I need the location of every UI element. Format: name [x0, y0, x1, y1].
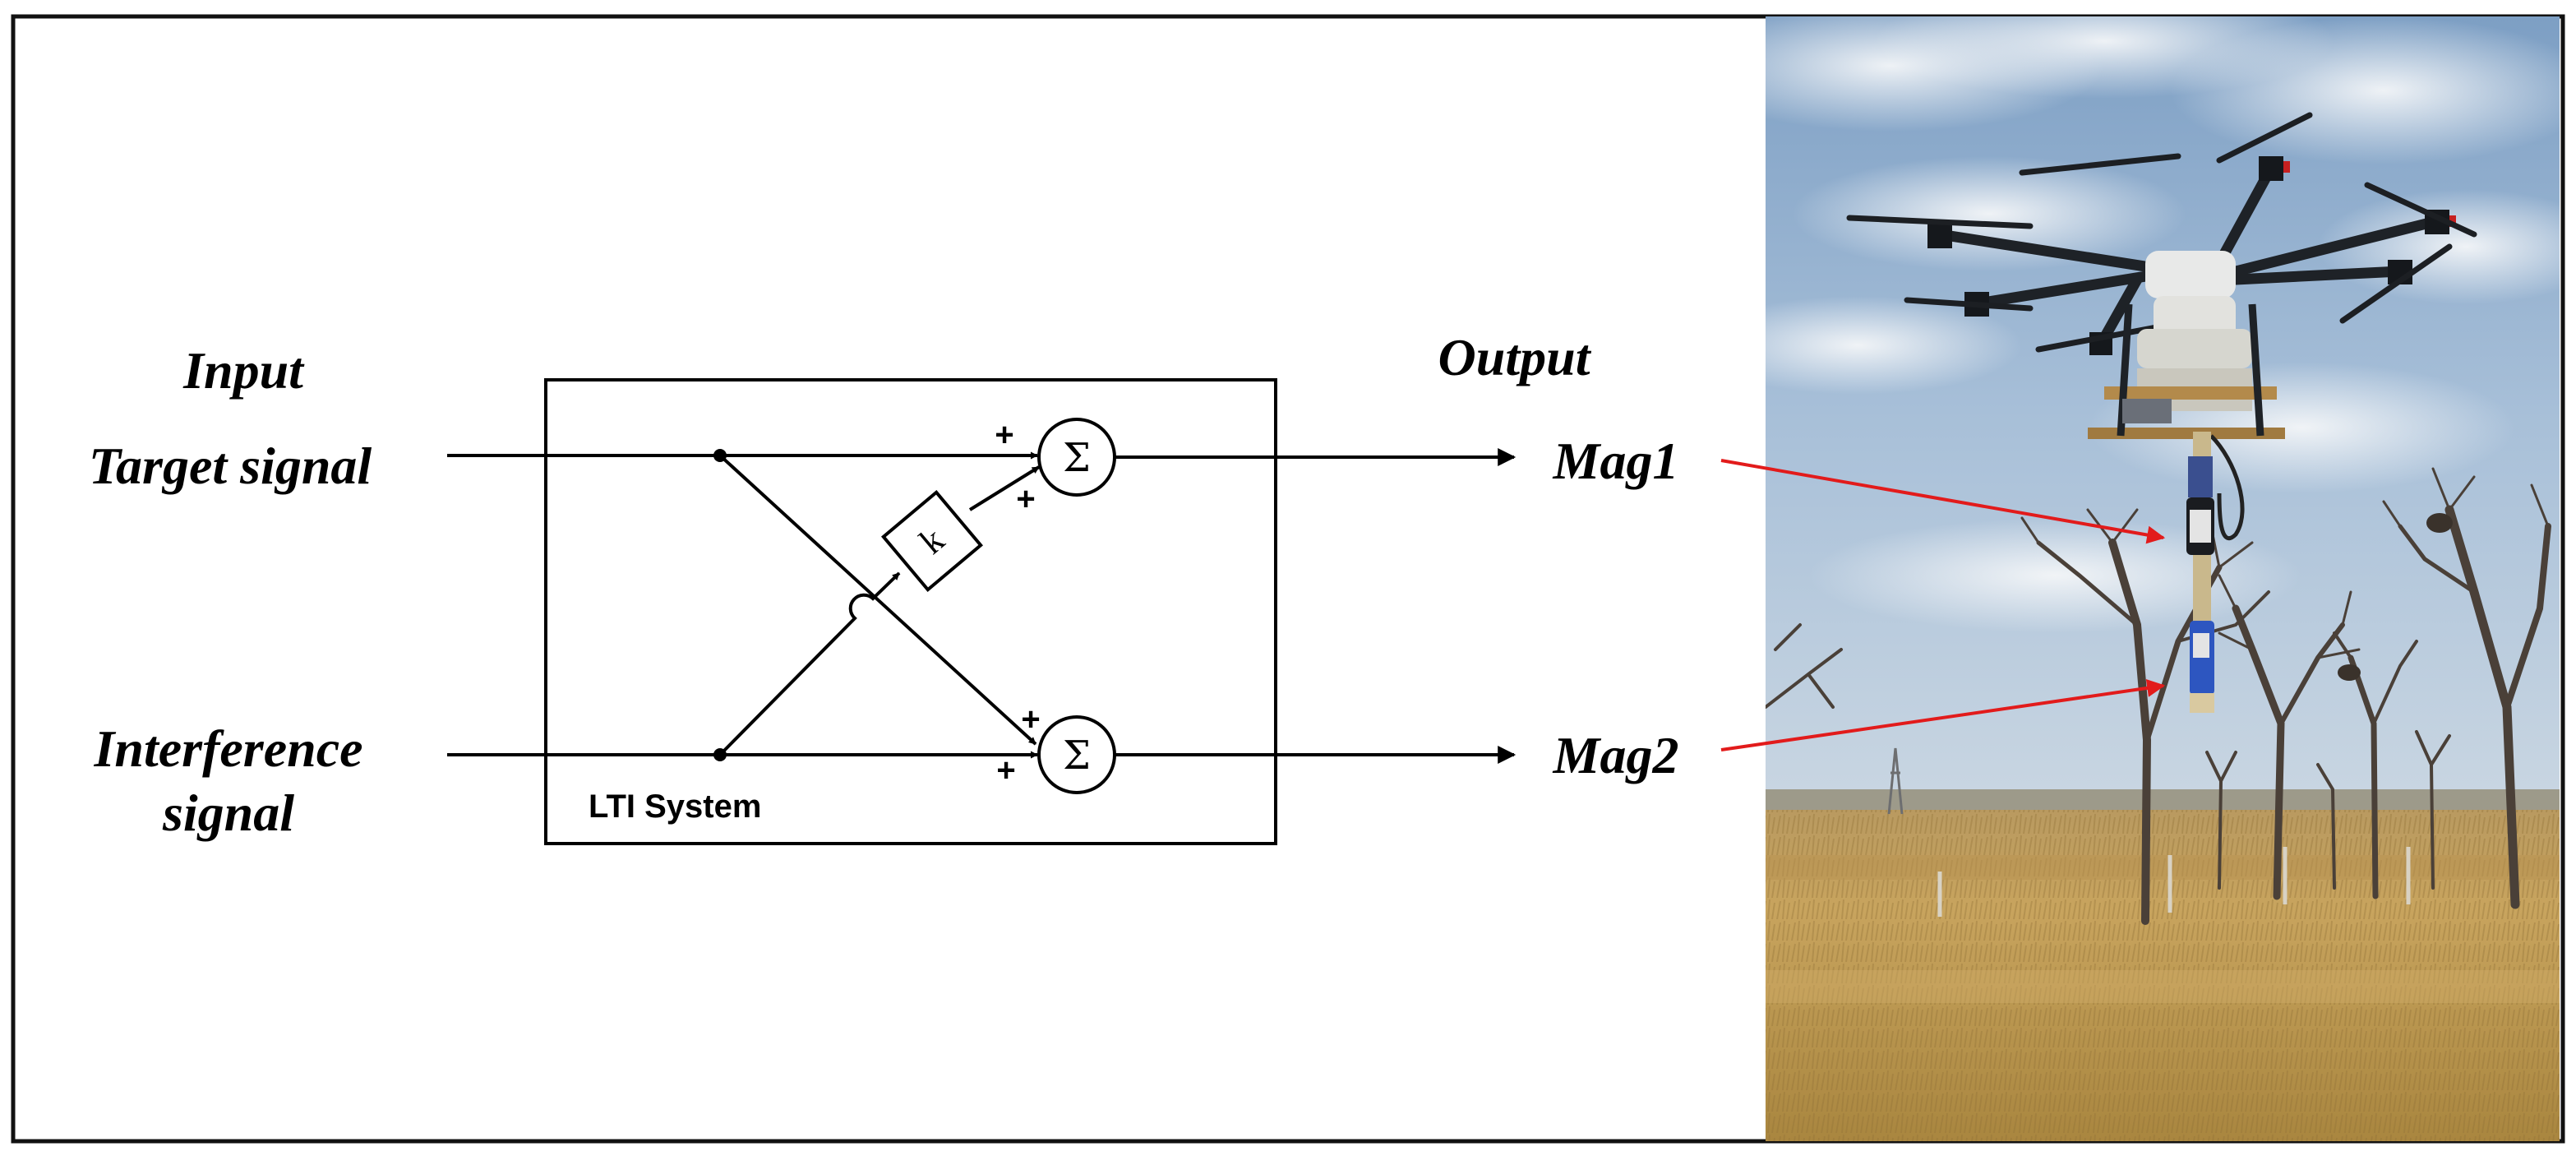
drone: [1846, 112, 2477, 713]
sum-symbol-top: Σ: [1063, 435, 1091, 481]
interference-cross-line: [718, 571, 901, 756]
sum-symbol-bottom: Σ: [1063, 733, 1091, 779]
plus-top-lower: +: [1016, 481, 1035, 517]
gain-block: [881, 490, 983, 592]
mag2-label: Mag2: [1553, 726, 1679, 784]
lti-system-box: [544, 378, 1277, 845]
interference-label-line2: signal: [162, 784, 294, 842]
output-heading: Output: [1438, 328, 1592, 386]
interference-label-line1: Interference: [93, 719, 362, 778]
target-signal-label: Target signal: [89, 437, 372, 495]
input-heading: Input: [182, 341, 305, 400]
mag2-pointer-arrow: [1720, 678, 2166, 751]
drone-photo: [1766, 16, 2560, 1141]
mag1-pointer-arrow: [1720, 459, 2166, 544]
gain-output-line: [968, 465, 1041, 511]
plus-top-upper: +: [995, 417, 1013, 453]
mag1-label: Mag1: [1553, 432, 1679, 490]
lti-system-label: LTI System: [589, 788, 761, 825]
plus-bottom-lower: +: [996, 752, 1015, 788]
target-cross-line: [718, 454, 1037, 746]
plus-bottom-upper: +: [1021, 701, 1040, 738]
